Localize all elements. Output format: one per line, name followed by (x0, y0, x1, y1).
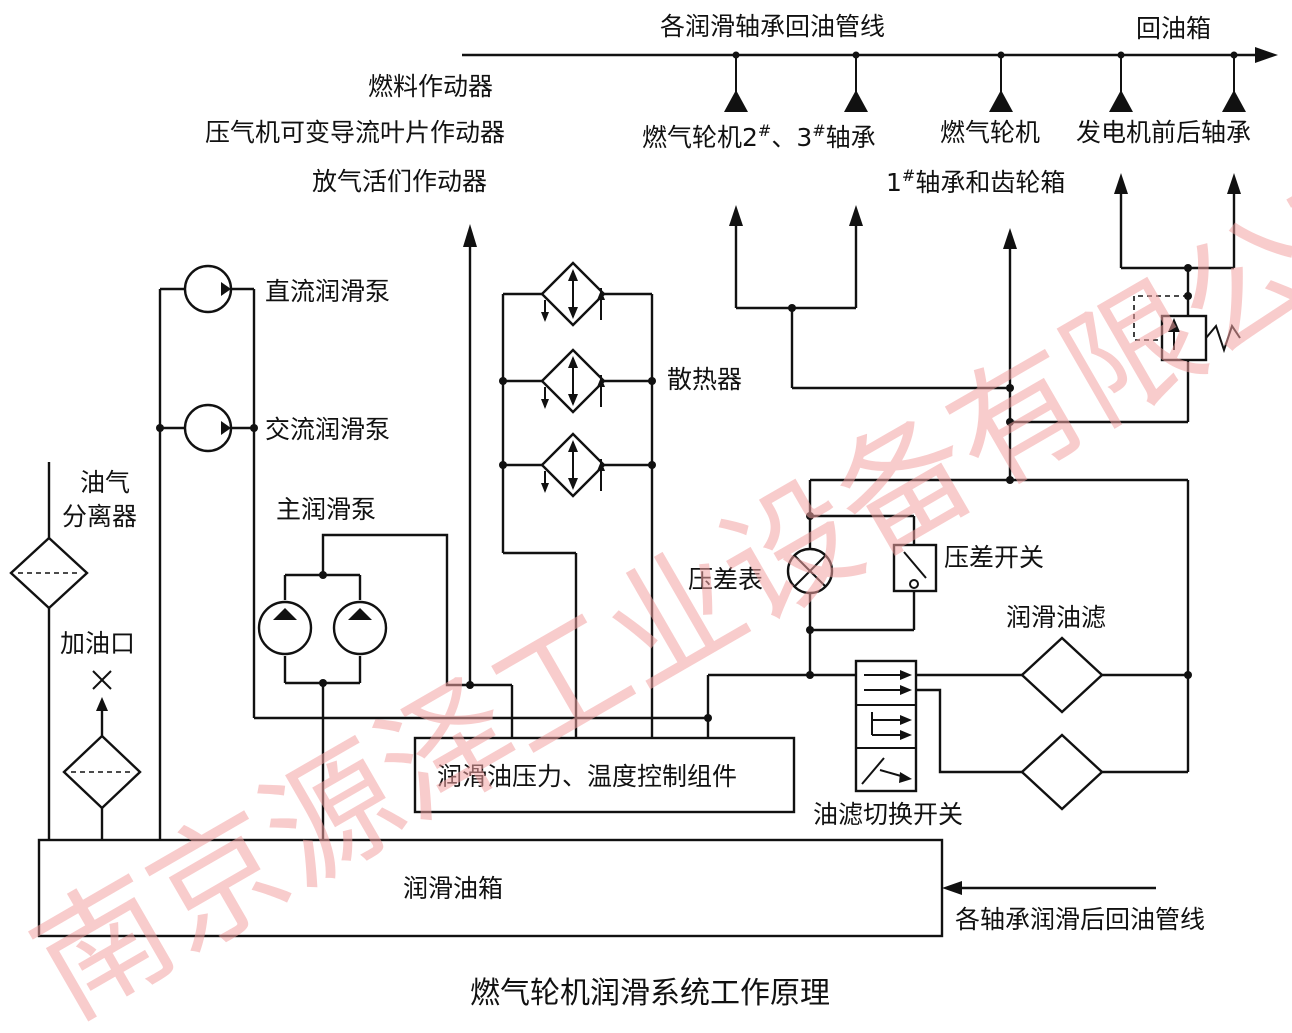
diagram-caption: 燃气轮机润滑系统工作原理 (470, 976, 830, 1011)
filler-label: 加油口 (60, 629, 135, 658)
oil-gas-separator (9, 462, 89, 840)
control-unit-label: 润滑油压力、温度控制组件 (437, 762, 737, 791)
return-tank-label: 回油箱 (1136, 14, 1211, 43)
filter-switch-valve (854, 659, 918, 793)
gt-gearbox-label-1: 燃气轮机 (940, 118, 1040, 147)
dp-gauge-label: 压差表 (688, 565, 763, 594)
gt-gearbox-label-2: 1#轴承和齿轮箱 (886, 166, 1065, 197)
dc-pump (183, 264, 233, 314)
generator-bearings-label: 发电机前后轴承 (1076, 118, 1251, 147)
return-main-line (462, 47, 1278, 112)
cooler-1 (540, 261, 606, 327)
ac-pump (183, 403, 233, 453)
cooler-3 (540, 432, 606, 498)
separator-label-2: 分离器 (62, 502, 137, 531)
bleed-actuator-label: 放气活们作动器 (312, 167, 487, 196)
separator-label-1: 油气 (80, 468, 130, 497)
oil-filter-label: 润滑油滤 (1006, 603, 1106, 632)
bearing-supply-lines (729, 173, 1241, 480)
oil-tank-label: 润滑油箱 (403, 874, 503, 903)
control-unit-box (413, 736, 796, 814)
actuator-supply-line (463, 224, 477, 685)
main-pump-label: 主润滑泵 (276, 495, 376, 524)
oil-tank (37, 838, 944, 938)
ac-pump-label: 交流润滑泵 (265, 415, 390, 444)
return-after-line (942, 881, 1156, 895)
dc-pump-label: 直流润滑泵 (265, 277, 390, 306)
main-pump-left (257, 600, 313, 656)
dp-switch (892, 543, 938, 593)
gt-bearings-label: 燃气轮机2#、3#轴承 (642, 121, 876, 152)
filter-section (806, 476, 1192, 774)
return-main-label: 各润滑轴承回油管线 (660, 12, 885, 41)
cooler-2 (540, 348, 606, 414)
oil-filter-2 (1020, 733, 1104, 811)
main-pump-right (332, 600, 388, 656)
cooler-label: 散热器 (667, 365, 742, 394)
dp-gauge (786, 547, 834, 595)
vane-actuator-label: 压气机可变导流叶片作动器 (205, 118, 505, 147)
dp-switch-label: 压差开关 (944, 543, 1044, 572)
pump-manifold (156, 287, 712, 936)
fuel-actuator-label: 燃料作动器 (368, 72, 493, 101)
filler-port (62, 670, 142, 840)
filter-switch-label: 油滤切换开关 (813, 800, 963, 829)
relief-valve (1133, 295, 1241, 362)
return-after-label: 各轴承润滑后回油管线 (955, 905, 1205, 934)
oil-filter-1 (1020, 636, 1104, 714)
